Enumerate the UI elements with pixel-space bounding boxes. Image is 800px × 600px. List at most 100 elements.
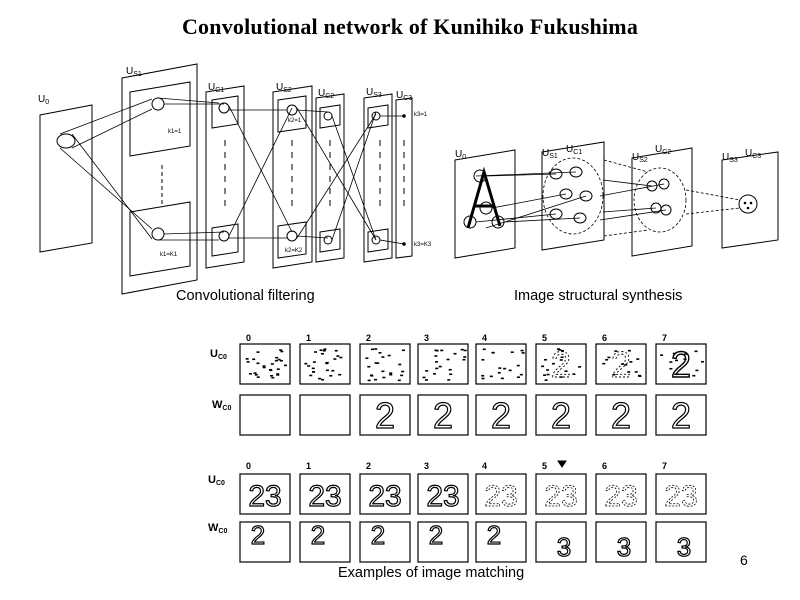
noise-dot bbox=[329, 374, 333, 377]
noise-dot bbox=[401, 370, 405, 373]
row-label-wc0-a: WC0 bbox=[212, 399, 231, 412]
noise-dot bbox=[605, 358, 609, 361]
noise-dot bbox=[482, 348, 486, 351]
glyph-digit: 2 bbox=[429, 520, 443, 550]
receptive-field bbox=[286, 230, 298, 242]
noise-dot bbox=[510, 351, 514, 354]
noise-dot bbox=[629, 361, 633, 363]
recalled-pattern-box bbox=[655, 521, 707, 563]
noise-dot bbox=[262, 366, 266, 369]
noise-dot bbox=[543, 374, 547, 376]
glyph-digit: 2 bbox=[491, 395, 511, 436]
input-pattern-box bbox=[417, 473, 469, 515]
noise-dot bbox=[462, 358, 466, 361]
layer-label-uc2: UC2 bbox=[318, 88, 334, 100]
layer-plane-uc3 bbox=[395, 97, 413, 259]
glyph-digit-pair: 23 bbox=[664, 480, 697, 513]
noise-dot bbox=[432, 373, 436, 375]
feature-plane-us2-top bbox=[277, 95, 307, 133]
noise-dot bbox=[434, 349, 438, 352]
dashed-connection bbox=[603, 229, 649, 237]
receptive-field bbox=[286, 104, 298, 116]
caption-image-structural-synthesis: Image structural synthesis bbox=[514, 288, 683, 304]
column-label-a: 1 bbox=[306, 333, 311, 343]
slide-title: Convolutional network of Kunihiko Fukush… bbox=[181, 14, 639, 39]
dashed-connection bbox=[685, 189, 741, 201]
noise-dot bbox=[271, 376, 275, 379]
input-pattern-box bbox=[239, 343, 291, 385]
noise-dot bbox=[612, 373, 616, 376]
noise-dot bbox=[323, 348, 327, 351]
layer-plane-u0-right bbox=[454, 149, 516, 259]
input-pattern-box bbox=[299, 343, 351, 385]
noise-dot bbox=[460, 348, 464, 351]
noise-dot bbox=[279, 359, 283, 362]
feature-cell bbox=[646, 180, 658, 192]
noise-dot bbox=[252, 358, 256, 361]
noise-dot bbox=[481, 359, 485, 361]
feature-plane-uc2-top bbox=[319, 104, 341, 129]
connection-line bbox=[157, 97, 220, 104]
noise-dot bbox=[401, 349, 405, 352]
noise-dot bbox=[684, 353, 688, 355]
noise-dot bbox=[284, 364, 288, 367]
input-pattern-box bbox=[655, 473, 707, 515]
noise-dot bbox=[280, 350, 284, 353]
layer-plane-us2 bbox=[272, 85, 313, 269]
glyph-digit-pair: 23 bbox=[484, 480, 517, 513]
column-label-a: 0 bbox=[246, 333, 251, 343]
noise-dot bbox=[334, 349, 338, 352]
noise-dot bbox=[424, 379, 428, 381]
column-label-b: 0 bbox=[246, 461, 251, 471]
recalled-pattern-box bbox=[359, 521, 411, 563]
noise-dot bbox=[624, 364, 628, 366]
noise-dot bbox=[312, 371, 316, 373]
input-pattern-box bbox=[359, 473, 411, 515]
noise-dot bbox=[692, 374, 696, 377]
noise-dot bbox=[560, 356, 564, 359]
connection-line bbox=[475, 171, 577, 177]
layer-label-us1-right: US1 bbox=[542, 148, 558, 160]
layer-plane-uc2 bbox=[315, 93, 345, 263]
glyph-digit: 3 bbox=[617, 532, 631, 562]
noise-dot bbox=[246, 361, 250, 363]
connection-line bbox=[71, 108, 153, 149]
noise-dot bbox=[546, 369, 550, 371]
column-label-a: 7 bbox=[662, 333, 667, 343]
column-label-a: 5 bbox=[542, 333, 547, 343]
glyph-digit-pair: 23 bbox=[604, 480, 637, 513]
noise-dot bbox=[245, 358, 249, 360]
noise-dot bbox=[256, 362, 260, 365]
column-label-b: 4 bbox=[482, 461, 487, 471]
receptive-field bbox=[479, 201, 493, 215]
noise-dot bbox=[694, 350, 698, 353]
noise-dot bbox=[572, 373, 576, 375]
noise-dot bbox=[701, 360, 705, 363]
input-pattern-box bbox=[299, 473, 351, 515]
noise-dot bbox=[440, 349, 444, 352]
receptive-field bbox=[323, 235, 333, 245]
layer-label-uc2-right: UC2 bbox=[655, 144, 671, 156]
recalled-pattern-box bbox=[595, 521, 647, 563]
noise-dot bbox=[253, 372, 257, 374]
noise-dot bbox=[338, 373, 342, 376]
noise-dot bbox=[559, 359, 563, 361]
column-label-a: 3 bbox=[424, 333, 429, 343]
caption-convolutional-filtering: Convolutional filtering bbox=[176, 288, 315, 304]
glyph-digit-pair: 23 bbox=[368, 480, 401, 513]
noise-dot bbox=[558, 349, 562, 351]
layer-label-us3-right: US3 bbox=[722, 152, 738, 164]
recalled-pattern-box bbox=[359, 394, 411, 436]
glyph-digit: 2 bbox=[433, 395, 453, 436]
noise-dot bbox=[304, 362, 308, 365]
annotation-k1-K1: k1=K1 bbox=[160, 252, 178, 258]
recalled-pattern-box bbox=[475, 394, 527, 436]
feature-cell bbox=[658, 178, 670, 190]
recalled-pattern-box bbox=[417, 521, 469, 563]
noise-dot bbox=[276, 374, 280, 376]
connection-line bbox=[71, 133, 153, 240]
noise-dot bbox=[275, 356, 279, 359]
noise-dot bbox=[318, 377, 322, 380]
noise-dot bbox=[491, 351, 495, 354]
input-pattern-box bbox=[595, 343, 647, 385]
